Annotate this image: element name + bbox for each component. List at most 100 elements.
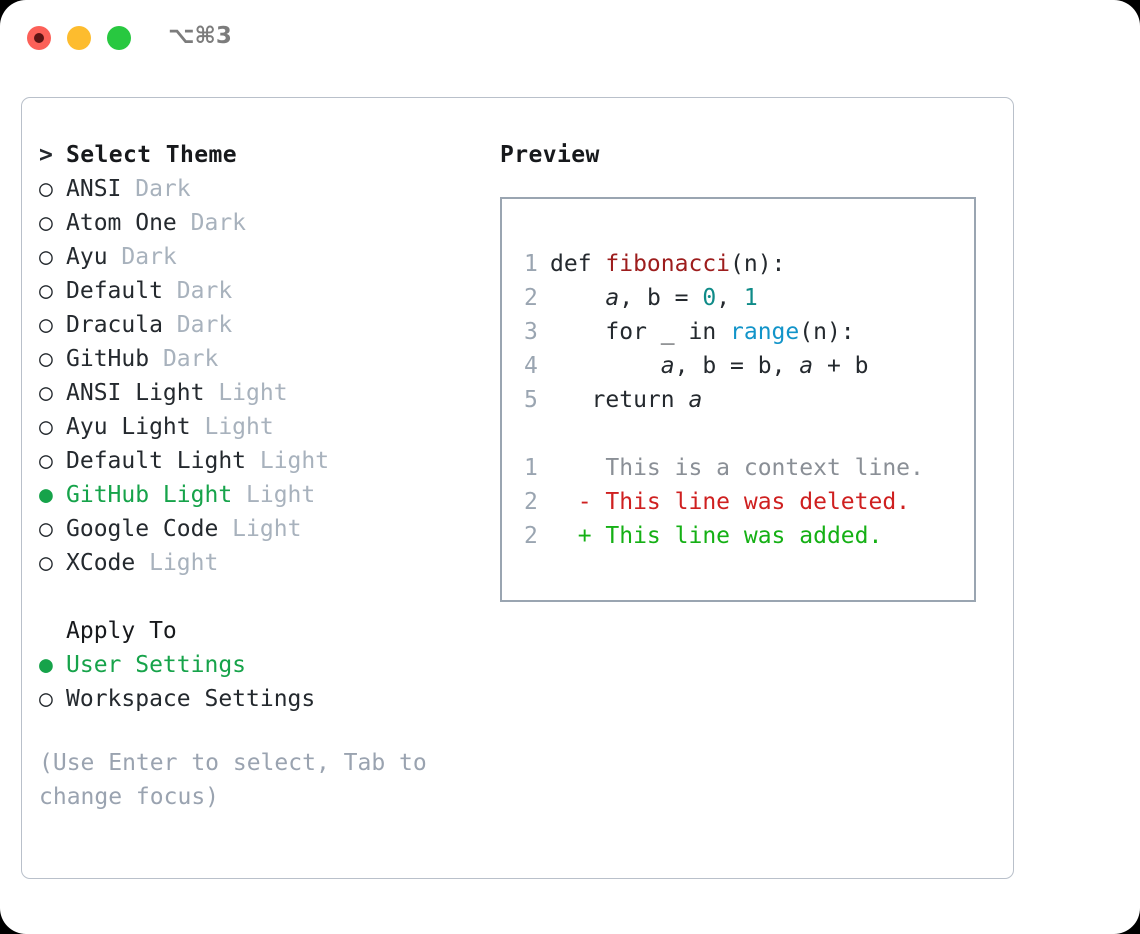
apply-to-option-row[interactable]: ● User Settings	[39, 648, 479, 682]
diff-line: 1 This is a context line.	[524, 451, 974, 485]
theme-option-row[interactable]: ○ANSI Light Light	[39, 376, 479, 410]
code-line-number: 2	[524, 285, 538, 311]
window-titlebar: ⌥⌘3	[0, 0, 1140, 78]
radio-unselected-icon: ○	[39, 516, 53, 542]
theme-option-name: Default Light	[66, 448, 247, 474]
close-button[interactable]	[27, 26, 51, 50]
diff-line-text: + This line was added.	[550, 523, 883, 549]
theme-option-row[interactable]: ○ Ayu Light Light	[39, 410, 479, 444]
apply-to-option-name: User Settings	[66, 652, 247, 678]
theme-option-name: Google Code	[66, 516, 219, 542]
radio-unselected-icon: ○	[39, 414, 53, 440]
theme-option-kind: Light	[135, 550, 219, 576]
theme-list: ○ANSI Dark○Atom One Dark○Ayu Dark○Defaul…	[39, 172, 479, 580]
theme-picker-header-label: Select Theme	[66, 142, 237, 168]
code-token: def	[550, 251, 606, 277]
code-token: , b = b,	[674, 353, 800, 379]
code-token: a	[605, 285, 620, 311]
code-token: a	[799, 353, 814, 379]
radio-unselected-icon: ○	[39, 244, 53, 270]
code-diff-gap	[524, 417, 974, 451]
diff-line-text: This is a context line.	[550, 455, 924, 481]
radio-selected-icon: ●	[39, 482, 53, 508]
code-token: a	[660, 353, 675, 379]
diff-line-number: 2	[524, 489, 538, 515]
theme-option-row[interactable]: ○Dracula Dark	[39, 308, 479, 342]
code-line-number: 5	[524, 387, 538, 413]
code-token	[550, 353, 661, 379]
theme-option-row[interactable]: ○Ayu Dark	[39, 240, 479, 274]
theme-option-kind: Light	[218, 516, 302, 542]
theme-option-row[interactable]: ○Default Dark	[39, 274, 479, 308]
code-token: , b =	[619, 285, 703, 311]
radio-unselected-icon: ○	[39, 346, 53, 372]
code-token: 0	[702, 285, 717, 311]
code-token: for _ in	[550, 319, 731, 345]
theme-option-kind: Dark	[162, 312, 233, 338]
radio-unselected-icon: ○	[39, 176, 53, 202]
code-line: 1 def fibonacci(n):	[524, 247, 974, 281]
theme-option-name: GitHub	[66, 346, 150, 372]
radio-unselected-icon: ○	[39, 210, 53, 236]
radio-unselected-icon: ○	[39, 550, 53, 576]
code-token: 1	[743, 285, 758, 311]
preview-title: Preview	[500, 142, 600, 168]
theme-option-kind: Dark	[176, 210, 247, 236]
radio-unselected-icon: ○	[39, 312, 53, 338]
code-line-number: 3	[524, 319, 538, 345]
keyboard-shortcut-label: ⌥⌘3	[168, 23, 232, 49]
minimize-button[interactable]	[67, 26, 91, 50]
code-token: (n):	[799, 319, 855, 345]
diff-sample: 1 This is a context line.2 - This line w…	[524, 451, 974, 553]
code-token: range	[730, 319, 800, 345]
theme-option-kind: Light	[246, 448, 330, 474]
theme-option-name: Atom One	[66, 210, 177, 236]
code-line: 5 return a	[524, 383, 974, 417]
diff-line: 2 + This line was added.	[524, 519, 974, 553]
theme-option-name: Ayu	[66, 244, 108, 270]
code-token: (n):	[730, 251, 786, 277]
apply-to-list: ● User Settings ○Workspace Settings	[39, 648, 479, 716]
radio-unselected-icon: ○	[39, 448, 53, 474]
radio-selected-icon: ●	[39, 652, 53, 678]
theme-option-kind: Dark	[162, 278, 233, 304]
code-line-number: 1	[524, 251, 538, 277]
code-line: 2 a, b = 0, 1	[524, 281, 974, 315]
theme-option-name: Ayu Light	[66, 414, 191, 440]
theme-option-row[interactable]: ○ Atom One Dark	[39, 206, 479, 240]
code-token: + b	[813, 353, 869, 379]
radio-unselected-icon: ○	[39, 686, 53, 712]
diff-line-text: - This line was deleted.	[550, 489, 911, 515]
code-token: ,	[716, 285, 744, 311]
keyboard-hint-text: (Use Enter to select, Tab to change focu…	[39, 750, 427, 810]
prompt-caret-icon: >	[39, 142, 54, 168]
apply-to-option-row[interactable]: ○Workspace Settings	[39, 682, 479, 716]
maximize-button[interactable]	[107, 26, 131, 50]
theme-option-row[interactable]: ● GitHub Light Light	[39, 478, 479, 512]
diff-line-number: 2	[524, 523, 538, 549]
diff-line-number: 1	[524, 455, 538, 481]
theme-option-row[interactable]: ○ANSI Dark	[39, 172, 479, 206]
theme-picker-header: > Select Theme	[39, 138, 479, 172]
code-line: 4 a, b = b, a + b	[524, 349, 974, 383]
theme-option-kind: Light	[190, 414, 274, 440]
theme-option-name: Default	[66, 278, 163, 304]
theme-option-row[interactable]: ○ Google Code Light	[39, 512, 479, 546]
theme-option-kind: Light	[232, 482, 316, 508]
theme-option-name: GitHub Light	[66, 482, 233, 508]
code-token: a	[688, 387, 703, 413]
theme-option-row[interactable]: ○XCode Light	[39, 546, 479, 580]
theme-settings-panel: >Select Theme ○ANSI Dark○Atom One Dark○A…	[21, 97, 1014, 879]
radio-unselected-icon: ○	[39, 380, 53, 406]
code-token: fibonacci	[605, 251, 731, 277]
code-line: 3 for _ in range(n):	[524, 315, 974, 349]
theme-option-name: ANSI	[66, 176, 122, 202]
theme-option-row[interactable]: ○ GitHub Dark	[39, 342, 479, 376]
apply-to-label: Apply To	[66, 618, 177, 644]
diff-line: 2 - This line was deleted.	[524, 485, 974, 519]
theme-option-kind: Light	[204, 380, 288, 406]
theme-option-kind: Dark	[149, 346, 219, 372]
theme-option-row[interactable]: ○ Default Light Light	[39, 444, 479, 478]
